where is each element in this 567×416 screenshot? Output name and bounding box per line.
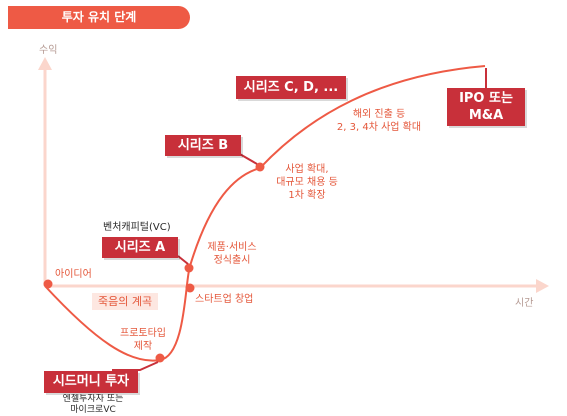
stage-series-cd-box: 시리즈 C, D, ... [236, 76, 346, 99]
stage-series-b-box: 시리즈 B [165, 135, 241, 156]
stage-seed-note: 엔젤투자자 또는 마이크로VC [62, 394, 124, 415]
milestone-startup: 스타트업 창업 [195, 294, 254, 305]
y-axis-label: 수익 [39, 45, 58, 56]
seed-pointer [112, 361, 159, 371]
idea-dot [43, 279, 53, 289]
launch-dot [184, 263, 194, 273]
milestone-prototype: 프로토타입 제작 [120, 328, 166, 352]
expand-dot [255, 162, 265, 172]
series-a-pointer [177, 255, 189, 265]
milestone-expand: 사업 확대, 대규모 채용 등 1차 확장 [276, 164, 338, 201]
startup-dot [185, 283, 195, 293]
x-axis-arrow [536, 279, 549, 293]
valley-of-death-label: 죽음의 계곡 [92, 293, 159, 310]
stage-series-a-note: 벤처캐피털(VC) [103, 222, 171, 233]
stage-series-a-box: 시리즈 A [102, 237, 178, 258]
milestone-idea: 아이디어 [55, 269, 92, 280]
series-b-pointer [237, 152, 258, 165]
growth-curve [44, 65, 486, 362]
milestone-launch: 제품·서비스 정식출시 [207, 242, 257, 266]
prototype-dot [155, 353, 165, 363]
stage-seed-box: 시드머니 투자 [44, 371, 138, 393]
stage-ipo-box: IPO 또는 M&A [447, 88, 525, 126]
x-axis-label: 시간 [515, 298, 534, 309]
diagram-title: 투자 유치 단계 [8, 6, 190, 29]
milestone-global: 해외 진출 등 2, 3, 4차 사업 확대 [336, 109, 422, 133]
y-axis-arrow [38, 57, 52, 70]
